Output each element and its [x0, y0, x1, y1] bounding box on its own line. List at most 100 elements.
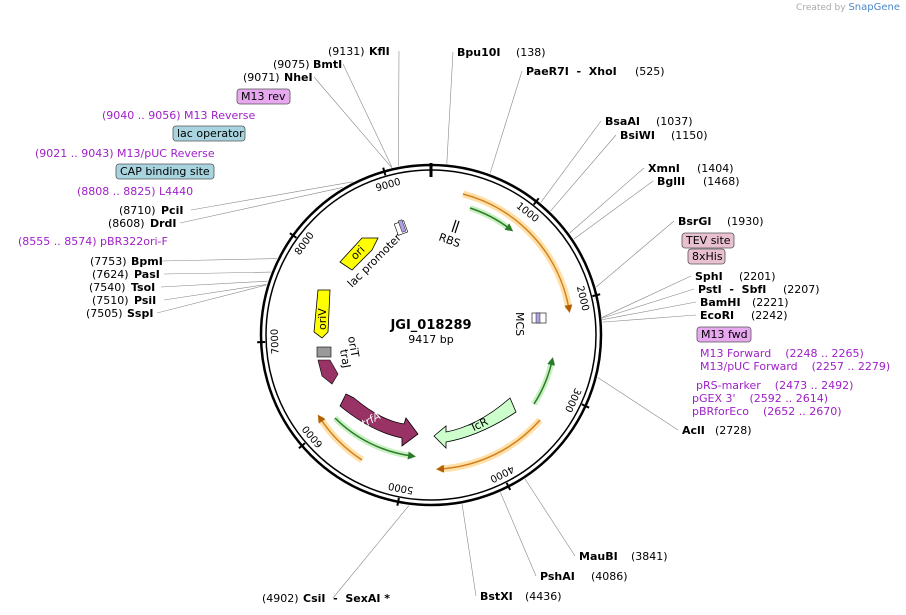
watermark: Created by SnapGene [796, 2, 900, 13]
leader-line [461, 504, 477, 597]
site-num-pasi[interactable]: (7624) [92, 268, 129, 281]
feature-RBS-label: RBS [437, 231, 462, 251]
box-8xhis[interactable] [687, 248, 726, 265]
site-num-tsoi[interactable]: (7540) [89, 281, 126, 294]
site-name-bamhi[interactable]: BamHI [700, 296, 741, 309]
primer-pgex-3[interactable]: pGEX 3' (2592 .. 2614) [692, 392, 828, 405]
leader-line [597, 377, 679, 431]
primer-m13-puc-reverse[interactable]: (9021 .. 9043) M13/pUC Reverse [35, 147, 215, 160]
feature-oriT [316, 346, 332, 358]
site-num-bsiwi[interactable]: (1150) [671, 129, 708, 142]
box-lac-operator[interactable] [172, 125, 246, 142]
site-num-psii[interactable]: (7510) [92, 294, 129, 307]
box-m13-fwd-label: M13 fwd [701, 328, 748, 341]
site-num-xmni[interactable]: (1404) [697, 162, 734, 175]
orf-arc-bottom-right-core [436, 419, 541, 473]
primer-m13-reverse[interactable]: (9040 .. 9056) M13 Reverse [102, 109, 255, 122]
primer-pbr322ori-f[interactable]: (8555 .. 8574) pBR322ori-F [18, 235, 168, 248]
leader-line [332, 505, 410, 599]
site-num-drdi[interactable]: (8608) [108, 217, 145, 230]
site-name-kfli[interactable]: KflI [369, 45, 390, 58]
site-name-ecori[interactable]: EcoRI [700, 309, 734, 322]
site-num-sphi[interactable]: (2201) [739, 270, 776, 283]
tick-label: 8000 [293, 230, 317, 257]
primer-m13-puc-forward[interactable]: M13/pUC Forward (2257 .. 2279) [700, 360, 890, 373]
feature-RBS-mark-2 [454, 220, 460, 234]
site-name-xmni[interactable]: XmnI [648, 162, 680, 175]
feature-traJ [317, 359, 339, 385]
site-name-bstxi[interactable]: BstXI [480, 590, 513, 603]
site-name-bsrgi[interactable]: BsrGI [678, 215, 711, 228]
site-name-bpu10i[interactable]: Bpu10I [457, 46, 501, 59]
site-num-kfli[interactable]: (9131) [328, 45, 365, 58]
site-num-csii[interactable]: (4902) [262, 592, 299, 605]
site-name-bpmi[interactable]: BpmI [131, 255, 163, 268]
box-lac-operator-label: lac operator [177, 127, 244, 140]
box-cap-binding-site[interactable] [115, 163, 215, 180]
site-name-sspi[interactable]: SspI [127, 307, 153, 320]
leader-line [489, 70, 523, 174]
feature-oriV [313, 289, 331, 339]
site-name-psii[interactable]: PsiI [134, 294, 156, 307]
feature-MCS-label: MCS [513, 312, 526, 336]
site-num-nhei[interactable]: (9071) [243, 71, 280, 84]
site-name-tsoi[interactable]: TsoI [131, 281, 155, 294]
site-name-bsiwi[interactable]: BsiWI [620, 129, 655, 142]
site-num-bsrgi[interactable]: (1930) [727, 215, 764, 228]
feature-MCS-stripe [535, 312, 541, 324]
tick-mark [532, 197, 540, 206]
site-num-bpu10i[interactable]: (138) [516, 46, 546, 59]
tick-mark [298, 442, 306, 450]
leader-line [595, 220, 675, 288]
site-name-csii-sexai[interactable]: CsiI - SexAI * [303, 592, 390, 605]
leader-line [313, 76, 392, 168]
site-name-nhei[interactable]: NheI [284, 71, 313, 84]
leader-line [573, 180, 654, 240]
site-name-acli[interactable]: AclI [682, 424, 705, 437]
primer-l4440[interactable]: (8808 .. 8825) L4440 [77, 185, 193, 198]
site-num-bamhi[interactable]: (2221) [752, 296, 789, 309]
tick-mark [505, 482, 512, 491]
feature-ori [339, 237, 379, 271]
site-num-pshai[interactable]: (4086) [591, 570, 628, 583]
leader-line [179, 187, 343, 224]
site-name-pshai[interactable]: PshAI [540, 570, 575, 583]
site-name-bsaai[interactable]: BsaAI [605, 115, 640, 128]
site-name-drdi[interactable]: DrdI [150, 217, 177, 230]
site-num-paer7i[interactable]: (525) [635, 65, 665, 78]
leader-line [601, 275, 692, 318]
site-num-maubi[interactable]: (3841) [631, 550, 668, 563]
box-m13-rev[interactable] [236, 88, 291, 105]
site-name-pasi[interactable]: PasI [134, 268, 160, 281]
leader-line [569, 167, 645, 234]
box-m13-rev-label: M13 rev [241, 90, 286, 103]
site-num-bstxi[interactable]: (4436) [525, 590, 562, 603]
site-num-bpmi[interactable]: (7753) [90, 255, 127, 268]
site-name-bglii[interactable]: BglII [657, 175, 685, 188]
box-tev-site[interactable] [681, 232, 735, 249]
primer-prs-marker[interactable]: pRS-marker (2473 .. 2492) [696, 379, 853, 392]
site-name-pcii[interactable]: PciI [161, 204, 183, 217]
site-num-sspi[interactable]: (7505) [86, 307, 123, 320]
box-m13-fwd[interactable] [696, 326, 752, 343]
site-name-bmti[interactable]: BmtI [313, 58, 342, 71]
plasmid-name: JGI_018289 [389, 318, 471, 333]
site-name-maubi[interactable]: MauBI [579, 550, 618, 563]
leader-line [398, 50, 400, 167]
site-name-sphi[interactable]: SphI [695, 270, 723, 283]
primer-pbrforeco[interactable]: pBRforEco (2652 .. 2670) [692, 405, 842, 418]
site-num-pcii[interactable]: (8710) [119, 204, 156, 217]
site-name-psti-sbfi[interactable]: PstI - SbfI [698, 283, 766, 296]
site-num-acli[interactable]: (2728) [715, 424, 752, 437]
leader-line [163, 284, 267, 301]
site-num-psti[interactable]: (2207) [783, 283, 820, 296]
site-name-paer7i-xhoi[interactable]: PaeR7I - XhoI [526, 65, 617, 78]
site-num-bglii[interactable]: (1468) [703, 175, 740, 188]
leader-line [500, 492, 537, 577]
tick-mark [396, 497, 400, 506]
site-num-bmti[interactable]: (9075) [273, 58, 310, 71]
site-num-bsaai[interactable]: (1037) [656, 115, 693, 128]
site-num-ecori[interactable]: (2242) [751, 309, 788, 322]
primer-m13-forward[interactable]: M13 Forward (2248 .. 2265) [700, 347, 864, 360]
